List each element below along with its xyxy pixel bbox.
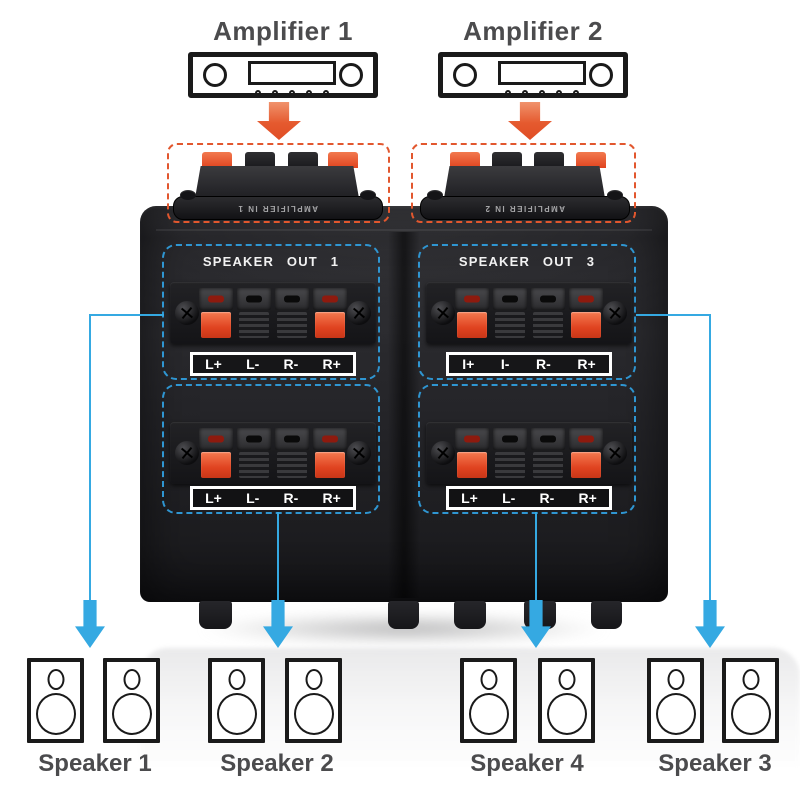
amp-display-icon	[498, 61, 586, 85]
device-center-seam	[388, 232, 420, 598]
terminal-clip-black	[237, 428, 271, 478]
device-foot	[591, 601, 622, 629]
terminal-labels: L+ L- R- R+	[190, 352, 356, 376]
screw-icon	[431, 301, 455, 325]
terminal-clip-black	[531, 288, 565, 338]
terminal-clip-red	[455, 428, 489, 478]
down-arrow-orange-icon	[257, 102, 301, 140]
speaker-3-label: Speaker 3	[658, 750, 772, 777]
terminal-plate	[426, 422, 632, 484]
device-foot	[454, 601, 486, 629]
speaker-2-label: Speaker 2	[220, 750, 334, 777]
amplifier-in-2-plate: AMPLIFIER IN 2	[420, 190, 630, 220]
terminal-plate	[170, 282, 376, 344]
amp-knob-icon	[203, 63, 227, 87]
terminal-clip-red	[313, 428, 347, 478]
speaker-out-3-title: SPEAKER OUT 3	[458, 254, 596, 269]
terminal-labels: L+ L- R- R+	[190, 486, 356, 510]
down-arrow-blue-icon	[695, 600, 725, 648]
terminal-clip-red	[455, 288, 489, 338]
speaker-icon	[538, 658, 595, 743]
speaker-out-1-zone: SPEAKER OUT 1 L+ L- R- R+	[162, 244, 380, 380]
screw-icon	[175, 301, 199, 325]
amp-knob-icon	[453, 63, 477, 87]
terminal-clip-red	[569, 428, 603, 478]
speaker-icon	[647, 658, 704, 743]
input-clip-black	[492, 152, 522, 168]
input-clip-black	[245, 152, 275, 168]
terminal-clip-black	[275, 428, 309, 478]
speaker-1-label: Speaker 1	[38, 750, 152, 777]
speaker-out-4-zone: L+ L- R- R+	[418, 384, 636, 514]
terminal-clip-red	[569, 288, 603, 338]
speaker-out-3-zone: SPEAKER OUT 3 I+ I- R- R+	[418, 244, 636, 380]
terminal-clip-black	[493, 288, 527, 338]
amp-display-icon	[248, 61, 336, 85]
terminal-plate	[426, 282, 632, 344]
device-foot	[388, 601, 419, 629]
input-clip-red	[328, 152, 358, 168]
input-clip-red	[576, 152, 606, 168]
speaker-icon	[460, 658, 517, 743]
screw-icon	[347, 441, 371, 465]
amp-knob-icon	[339, 63, 363, 87]
input-clip-black	[534, 152, 564, 168]
speaker-icon	[285, 658, 342, 743]
speaker-icon	[722, 658, 779, 743]
amplifier-1-label: Amplifier 1	[213, 16, 353, 46]
screw-icon	[347, 301, 371, 325]
terminal-clip-black	[237, 288, 271, 338]
terminal-plate	[170, 422, 376, 484]
screw-icon	[603, 301, 627, 325]
speaker-4-label: Speaker 4	[470, 750, 584, 777]
down-arrow-blue-icon	[75, 600, 105, 648]
terminal-clip-red	[199, 428, 233, 478]
input-zone-1-dashed-box	[167, 143, 390, 223]
terminal-clip-black	[493, 428, 527, 478]
amp-knob-icon	[589, 63, 613, 87]
speaker-icon	[208, 658, 265, 743]
connector-line	[90, 314, 164, 316]
terminal-labels: L+ L- R- R+	[446, 486, 612, 510]
screw-icon	[603, 441, 627, 465]
connector-line	[709, 314, 711, 602]
connector-line	[277, 512, 279, 602]
speaker-out-1-title: SPEAKER OUT 1	[202, 254, 340, 269]
input-zone-2-dashed-box	[411, 143, 636, 223]
speaker-icon	[27, 658, 84, 743]
connector-line	[535, 512, 537, 602]
amplifier-2-label: Amplifier 2	[463, 16, 603, 46]
input-clip-red	[202, 152, 232, 168]
amplifier-2-icon	[438, 52, 628, 98]
device-foot	[199, 601, 232, 629]
down-arrow-orange-icon	[508, 102, 552, 140]
connector-line	[89, 314, 91, 602]
terminal-clip-red	[199, 288, 233, 338]
input-clip-red	[450, 152, 480, 168]
input-clip-black	[288, 152, 318, 168]
terminal-clip-red	[313, 288, 347, 338]
screw-icon	[175, 441, 199, 465]
amplifier-in-1-plate: AMPLIFIER IN 1	[173, 190, 383, 220]
speaker-out-2-zone: L+ L- R- R+	[162, 384, 380, 514]
terminal-labels: I+ I- R- R+	[446, 352, 612, 376]
connector-line	[636, 314, 711, 316]
amplifier-1-icon	[188, 52, 378, 98]
speaker-icon	[103, 658, 160, 743]
screw-icon	[431, 441, 455, 465]
terminal-clip-black	[275, 288, 309, 338]
terminal-clip-black	[531, 428, 565, 478]
